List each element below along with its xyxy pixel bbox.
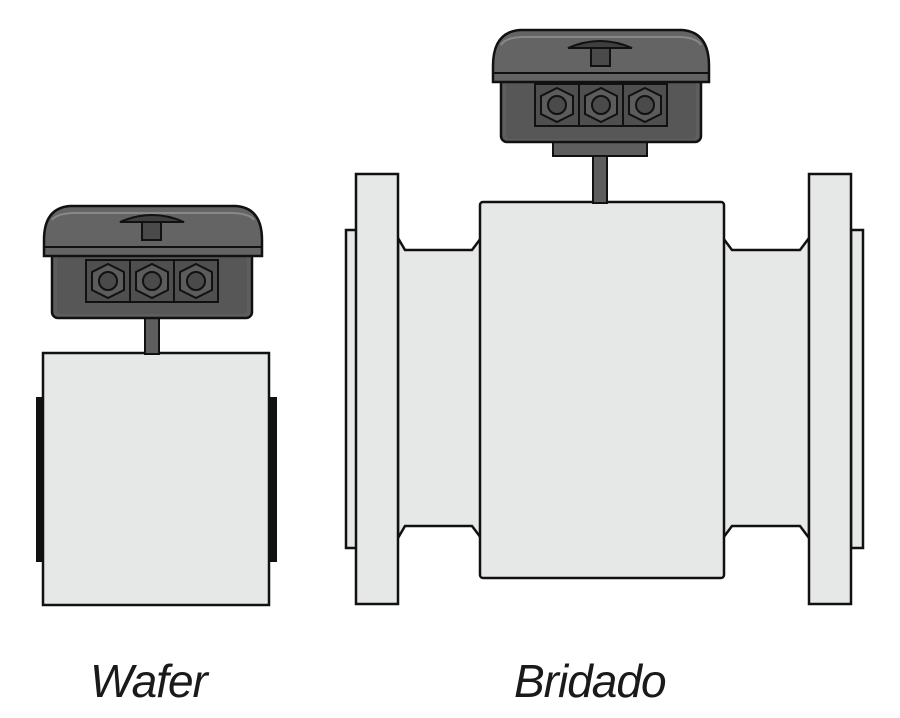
wafer-flowmeter (36, 204, 277, 607)
wafer-gasket-right (268, 397, 277, 562)
flanged-label: Bridado (514, 655, 667, 707)
flange-gasket-right (849, 228, 865, 550)
wafer-junction-box-icon (42, 204, 264, 320)
flanged-cable-gland-icon (578, 83, 624, 127)
pipe-left (396, 233, 483, 543)
flanged-body (478, 200, 726, 580)
flanged-cable-gland-icon (622, 83, 668, 127)
wafer-gasket-left (36, 397, 45, 562)
flanged-cable-gland-icon (534, 83, 580, 127)
flanged-stem (592, 155, 608, 204)
flange-icon (354, 172, 400, 606)
wafer-stem (144, 315, 160, 355)
flanged-flowmeter (344, 28, 865, 606)
wafer-cable-gland-icon (173, 259, 219, 303)
wafer-label: Wafer (90, 655, 208, 707)
pipe-right (721, 234, 811, 542)
wafer-body (41, 351, 271, 607)
wafer-cable-gland-icon (85, 259, 131, 303)
flanged-junction-box-icon (491, 28, 711, 144)
wafer-cable-gland-icon (129, 259, 175, 303)
flange-icon (807, 172, 853, 606)
